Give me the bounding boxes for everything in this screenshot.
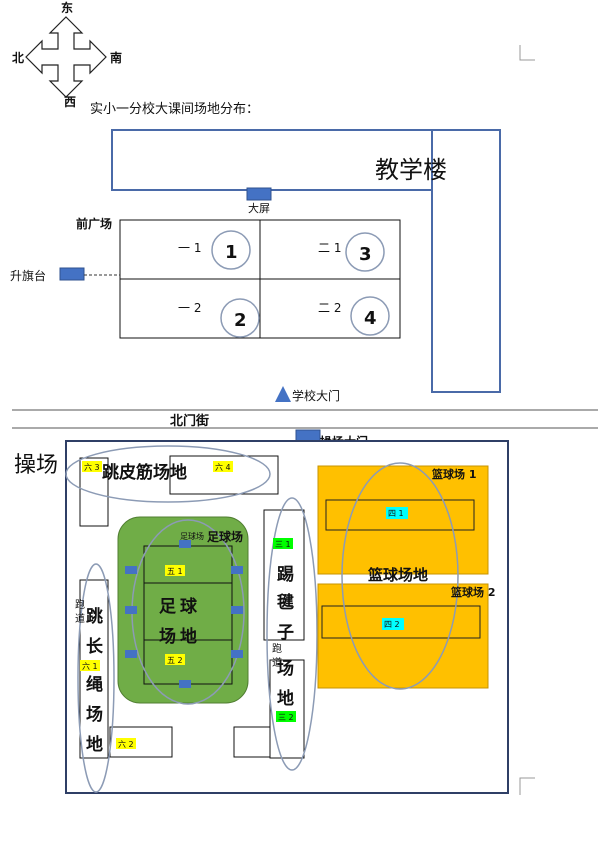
compass-arrows-icon: [25, 16, 107, 98]
long-rope-char: 跳: [86, 606, 103, 627]
shuttlecock-zone: 三 1 踢 毽 子 跑 道 场 地 三 2: [233, 497, 318, 771]
front-plaza-label: 前广场: [76, 216, 112, 231]
map-title: 实小一分校大课间场地分布：: [90, 101, 259, 117]
teaching-building-label: 教学楼: [375, 156, 447, 184]
goal-post: [179, 540, 191, 548]
compass-east: 东: [61, 0, 73, 15]
class-tag: [165, 565, 185, 576]
compass-south: 南: [110, 50, 122, 65]
class-tag: [213, 461, 233, 472]
class-tag-text: 三 2: [278, 713, 294, 722]
class-tag-text: 五 1: [167, 567, 183, 576]
soccer-field-small-label: 足球场: [180, 531, 204, 541]
field-marker: [125, 606, 137, 614]
compass-north: 北: [12, 50, 24, 65]
long-rope-char: 场: [86, 705, 103, 725]
big-screen-label: 大屏: [248, 201, 270, 215]
page-corner-mark: [519, 777, 535, 795]
soccer-field-label: 足球场: [207, 529, 243, 544]
jump-rope-label: 跳皮筋场地: [102, 462, 187, 483]
north-street-label: 北门街: [170, 413, 209, 429]
long-rope-char: 地: [86, 734, 103, 755]
class-tag-text: 六 4: [215, 462, 231, 472]
flag-platform-marker: [59, 267, 85, 281]
class-tag-text: 六 2: [118, 739, 134, 749]
class-tag: [116, 738, 136, 749]
shuttlecock-char: 场: [277, 659, 294, 679]
plaza-cell-number: 1: [225, 242, 238, 263]
class-tag-text: 六 3: [84, 462, 100, 472]
page-corner-mark: [519, 45, 535, 61]
field-marker: [231, 606, 243, 614]
plaza-cell-circle: [211, 230, 251, 270]
track-label-char: 跑: [272, 642, 282, 655]
class-tag: [273, 538, 293, 549]
long-rope-char: 长: [86, 636, 104, 657]
field-marker: [231, 566, 243, 574]
shuttlecock-char: 踢: [277, 565, 294, 585]
class-tag-text: 六 1: [82, 661, 98, 671]
field-marker: [231, 650, 243, 658]
goal-post: [179, 680, 191, 688]
basketball-zone: 篮球场 1 篮球场 2 四 1 四 2 篮球场地: [317, 462, 495, 690]
class-tag-text: 三 1: [275, 540, 291, 549]
long-rope-char: 绳: [86, 674, 103, 695]
front-plaza: 前广场 一 1 1 二 1 3 一 2 2 二 2 4: [76, 216, 401, 339]
class-tag-text: 四 1: [388, 509, 404, 518]
class-tag: [386, 507, 408, 519]
class-tag: [382, 618, 404, 630]
playground-label: 操场: [14, 453, 58, 478]
basketball-2-label: 篮球场 2: [450, 585, 495, 599]
plaza-cell-circle: [220, 298, 260, 338]
track-label-char: 道: [272, 656, 282, 669]
soccer-area-char: 地: [180, 626, 197, 647]
jump-rope-zone: 六 3 六 4 跳皮筋场地: [65, 445, 279, 527]
soccer-area-char: 足: [159, 597, 176, 617]
school-gate-icon: [275, 386, 291, 402]
flag-platform-label: 升旗台: [10, 268, 46, 283]
plaza-cell-number: 4: [364, 308, 377, 329]
soccer-field: 足球场 足球场 五 1 五 2 足 球 场 地: [117, 516, 249, 705]
basketball-area-label: 篮球场地: [367, 566, 428, 584]
basketball-1-label: 篮球场 1: [431, 467, 476, 481]
plaza-cell-grade: 二 1: [318, 241, 341, 255]
plaza-cell-grade: 二 2: [318, 301, 341, 315]
shuttlecock-char: 地: [277, 688, 294, 709]
plaza-cell-number: 3: [359, 244, 372, 265]
class-tag: [165, 654, 185, 665]
field-marker: [125, 566, 137, 574]
big-screen-marker: [246, 187, 272, 201]
plaza-cell-number: 2: [234, 310, 247, 331]
track-label-char: 道: [75, 612, 85, 625]
plaza-cell-circle: [345, 232, 385, 272]
class-tag: [82, 461, 102, 472]
class-tag: [276, 711, 296, 722]
soccer-area-char: 球: [180, 597, 198, 617]
long-rope-zone: 跑 道 跳 长 六 1 绳 场 地 六 2: [75, 563, 173, 793]
shuttlecock-char: 毽: [276, 592, 294, 613]
plaza-cell-grade: 一 2: [178, 301, 201, 315]
class-tag-text: 五 2: [167, 656, 183, 665]
shuttlecock-char: 子: [277, 623, 294, 643]
plaza-cell-grade: 一 1: [178, 241, 201, 255]
soccer-area-char: 场: [159, 627, 176, 647]
track-label-char: 跑: [75, 598, 85, 611]
compass-west: 西: [64, 95, 76, 109]
class-tag-text: 四 2: [384, 620, 400, 629]
field-marker: [125, 650, 137, 658]
school-gate-label: 学校大门: [292, 388, 340, 403]
plaza-cell-circle: [350, 296, 390, 336]
teaching-building: 教学楼: [111, 129, 501, 393]
compass: 东 西 南 北: [12, 0, 122, 109]
class-tag: [80, 660, 100, 671]
